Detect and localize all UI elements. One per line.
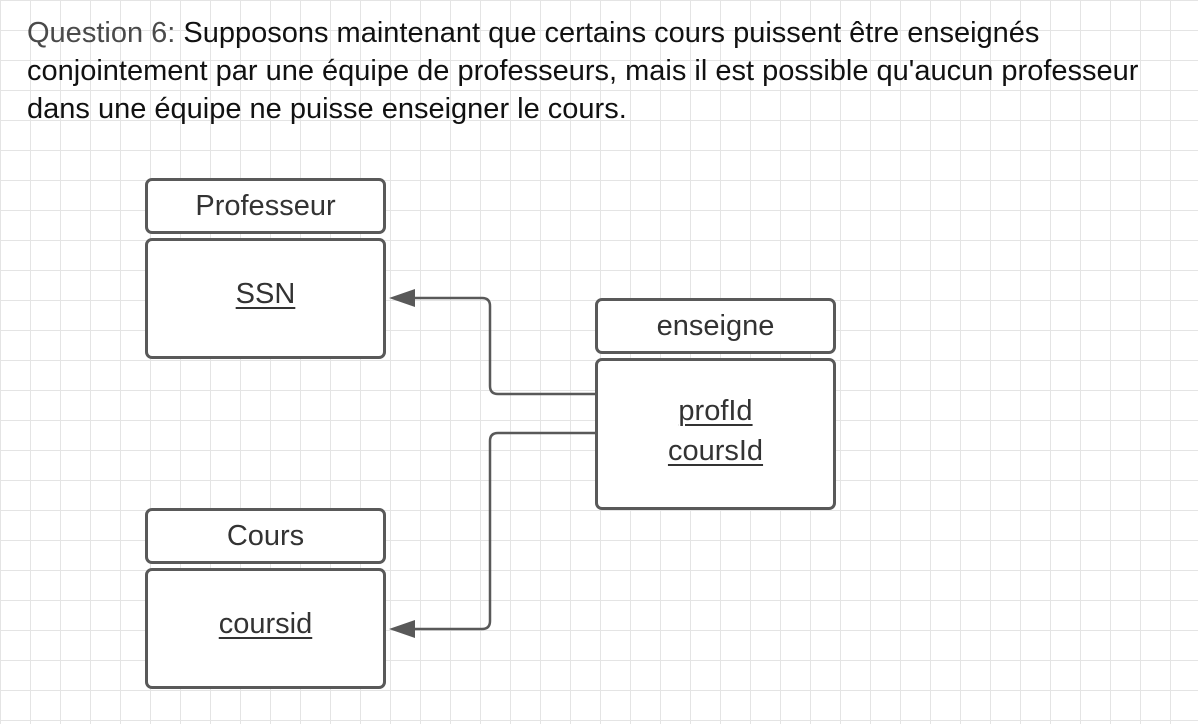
entity-professeur-body: SSN: [145, 238, 386, 359]
entity-enseigne-header: enseigne: [595, 298, 836, 354]
entity-professeur-header: Professeur: [145, 178, 386, 234]
question-text: Question 6: Supposons maintenant que cer…: [27, 14, 1187, 128]
entity-enseigne-body: profId coursId: [595, 358, 836, 510]
attribute-coursid: coursid: [218, 608, 313, 640]
arrowhead-cours: [389, 620, 415, 638]
arrowhead-professeur: [389, 289, 415, 307]
entity-cours-title: Cours: [226, 519, 305, 552]
connector-enseigne-professeur: [403, 296, 595, 396]
entity-cours-header: Cours: [145, 508, 386, 564]
question-label: Question 6:: [27, 17, 176, 49]
attribute-coursid-fk: coursId: [667, 435, 764, 467]
entity-cours-body: coursid: [145, 568, 386, 689]
connector-enseigne-cours: [403, 431, 595, 631]
entity-enseigne-title: enseigne: [656, 309, 775, 342]
attribute-ssn: SSN: [235, 278, 296, 310]
question-body: Supposons maintenant que certains cours …: [27, 17, 1139, 125]
entity-professeur-title: Professeur: [195, 189, 336, 222]
attribute-profid: profId: [678, 395, 753, 427]
